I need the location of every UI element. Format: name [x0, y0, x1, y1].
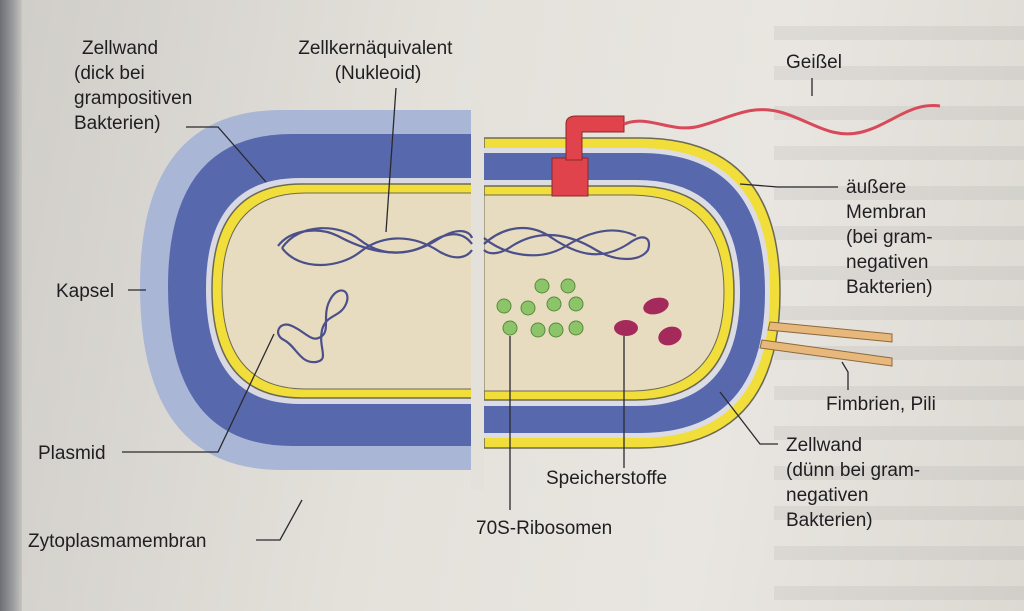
cytoplasm-right — [483, 194, 725, 392]
label-zellwand-gram-neg: Zellwand (dünn bei gram- negativen Bakte… — [786, 435, 925, 531]
label-speicherstoffe: Speicherstoffe — [546, 468, 667, 489]
pilus-1 — [767, 321, 893, 343]
right-half-gram-negative — [483, 137, 781, 449]
flagellum-hook — [565, 115, 625, 161]
label-zytoplasmamembran: Zytoplasmamembran — [28, 531, 206, 552]
half-divider — [472, 100, 484, 490]
book-spine-edge — [0, 0, 22, 611]
storage-granules — [614, 297, 682, 346]
leader-fimbrien — [841, 361, 849, 390]
label-aeussere-membran: äußere Membran (bei gram- negativen Bakt… — [846, 177, 938, 298]
flagellum — [551, 104, 941, 197]
label-zellwand-gram-pos: Zellwand (dick bei grampositiven Bakteri… — [74, 38, 198, 134]
label-geissel: Geißel — [786, 52, 842, 73]
leader-zellwand-pos — [186, 126, 267, 183]
label-nukleoid: Zellkernäquivalent (Nukleoid) — [298, 38, 457, 84]
left-half-gram-positive — [140, 110, 473, 470]
ribosomes — [496, 278, 584, 338]
leader-lines — [122, 78, 849, 541]
labels: Zellwand (dick bei grampositiven Bakteri… — [28, 38, 938, 552]
label-fimbrien: Fimbrien, Pili — [826, 394, 936, 415]
label-plasmid: Plasmid — [38, 443, 106, 464]
leader-plasmid — [122, 333, 275, 453]
nucleoid — [277, 226, 651, 267]
background-text-bleed — [774, 0, 1024, 611]
label-ribosomen: 70S-Ribosomen — [476, 518, 612, 539]
pilus-2 — [759, 339, 893, 367]
plasmid — [277, 289, 349, 364]
cytoplasm-left — [221, 192, 473, 390]
label-kapsel: Kapsel — [56, 281, 114, 302]
leader-aeussere-membran — [739, 183, 838, 188]
leader-nukleoid — [385, 87, 397, 233]
flagellum-filament — [623, 104, 941, 136]
leader-zytoplasmamembran — [256, 499, 303, 541]
pili — [759, 321, 893, 367]
flagellum-basal-body — [551, 157, 589, 197]
leader-zellwand-neg — [719, 391, 778, 445]
